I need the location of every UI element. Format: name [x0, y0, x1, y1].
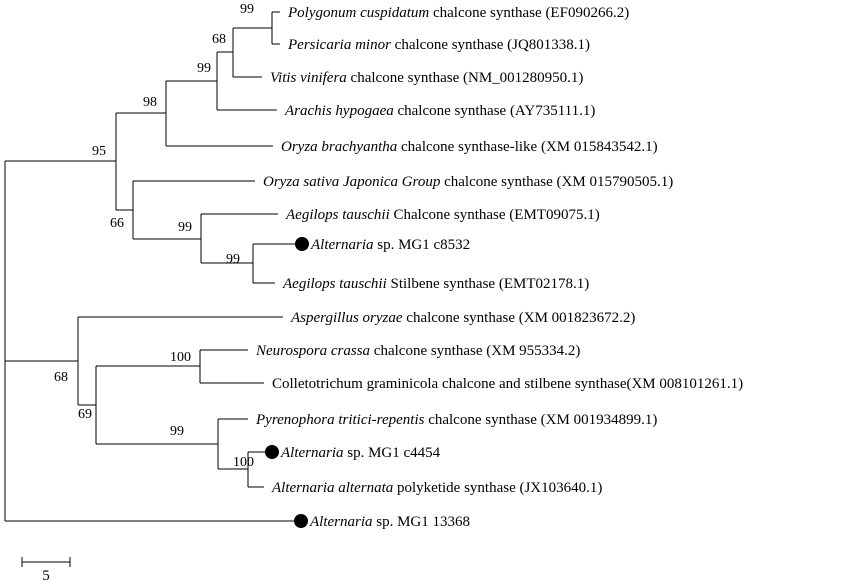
- taxon-labels: Polygonum cuspidatum chalcone synthase (…: [255, 5, 743, 530]
- taxon-species: Arachis hypogaea: [284, 103, 394, 119]
- bootstrap-n6789: 66: [110, 216, 124, 231]
- taxon-description: chalcone synthase (XM 955334.2): [370, 343, 580, 359]
- taxon-description: sp. MG1 c4454: [344, 445, 441, 461]
- taxon-label-t2: Persicaria minor chalcone synthase (JQ80…: [287, 37, 590, 53]
- taxon-description: sp. MG1 13368: [373, 514, 471, 530]
- taxon-label-t13: Pyrenophora tritici-repentis chalcone sy…: [255, 412, 657, 428]
- taxon-label-t1: Polygonum cuspidatum chalcone synthase (…: [287, 5, 629, 21]
- bootstrap-n89: 99: [226, 252, 240, 267]
- bootstrap-n1112: 100: [170, 350, 191, 365]
- taxon-description: Colletotrichum graminicola chalcone and …: [272, 376, 743, 392]
- taxon-label-t10: Aspergillus oryzae chalcone synthase (XM…: [290, 310, 635, 326]
- taxon-species: Aegilops tauschii: [282, 276, 387, 292]
- taxon-description: polyketide synthase (JX103640.1): [393, 480, 602, 496]
- taxon-label-t16: Alternaria sp. MG1 13368: [309, 514, 470, 530]
- bootstrap-n131415: 99: [170, 424, 184, 439]
- taxon-label-t8: Alternaria sp. MG1 c8532: [310, 237, 470, 253]
- taxon-description: Chalcone synthase (EMT09075.1): [390, 207, 600, 223]
- taxon-description: chalcone synthase-like (XM 015843542.1): [397, 139, 657, 155]
- bootstrap-n12345: 98: [143, 95, 157, 110]
- sample-marker-icon: [265, 445, 279, 459]
- taxon-label-t4: Arachis hypogaea chalcone synthase (AY73…: [284, 103, 595, 119]
- taxon-description: chalcone synthase (NM_001280950.1): [347, 70, 584, 86]
- taxon-description: Stilbene synthase (EMT02178.1): [387, 276, 589, 292]
- taxon-label-t15: Alternaria alternata polyketide synthase…: [271, 480, 602, 496]
- taxon-species: Persicaria minor: [287, 37, 391, 53]
- bootstrap-n1415: 100: [233, 455, 254, 470]
- taxon-species: Vitis vinifera: [270, 70, 347, 86]
- bootstrap-nFungi: 68: [54, 370, 68, 385]
- taxon-label-t5: Oryza brachyantha chalcone synthase-like…: [281, 139, 658, 155]
- taxon-label-t12: Colletotrichum graminicola chalcone and …: [272, 376, 743, 392]
- bootstrap-n123: 68: [212, 32, 226, 47]
- taxon-species: Aspergillus oryzae: [290, 310, 403, 326]
- taxon-species: Pyrenophora tritici-repentis: [255, 412, 425, 428]
- taxon-label-t3: Vitis vinifera chalcone synthase (NM_001…: [270, 70, 583, 86]
- tree-branches: [4, 11, 300, 522]
- taxon-description: chalcone synthase (JQ801338.1): [391, 37, 590, 53]
- taxon-description: chalcone synthase (AY735111.1): [394, 103, 596, 119]
- scale-bar-label: 5: [42, 568, 50, 584]
- bootstrap-n789: 99: [178, 220, 192, 235]
- taxon-species: Neurospora crassa: [255, 343, 370, 359]
- taxon-species: Alternaria: [280, 445, 344, 461]
- taxon-label-t11: Neurospora crassa chalcone synthase (XM …: [255, 343, 580, 359]
- taxon-species: Oryza sativa Japonica Group: [263, 174, 441, 190]
- bootstrap-nF2: 69: [78, 407, 92, 422]
- taxon-species: Alternaria: [309, 514, 373, 530]
- bootstrap-n1234: 99: [197, 61, 211, 76]
- taxon-label-t14: Alternaria sp. MG1 c4454: [280, 445, 441, 461]
- taxon-description: chalcone synthase (XM 001934899.1): [424, 412, 657, 428]
- taxon-species: Alternaria: [310, 237, 374, 253]
- scale-bar: 5: [21, 557, 71, 584]
- taxon-description: sp. MG1 c8532: [374, 237, 471, 253]
- taxon-species: Polygonum cuspidatum: [287, 5, 429, 21]
- taxon-species: Oryza brachyantha: [281, 139, 397, 155]
- taxon-label-t9: Aegilops tauschii Stilbene synthase (EMT…: [282, 276, 589, 292]
- taxon-description: chalcone synthase (EF090266.2): [429, 5, 629, 21]
- taxon-species: Aegilops tauschii: [285, 207, 390, 223]
- taxon-label-t7: Aegilops tauschii Chalcone synthase (EMT…: [285, 207, 600, 223]
- taxon-description: chalcone synthase (XM 015790505.1): [440, 174, 673, 190]
- taxon-label-t6: Oryza sativa Japonica Group chalcone syn…: [263, 174, 673, 190]
- bootstrap-nPlant: 95: [92, 144, 106, 159]
- sample-marker-icon: [295, 237, 309, 251]
- sample-marker-icon: [294, 514, 308, 528]
- taxon-description: chalcone synthase (XM 001823672.2): [403, 310, 636, 326]
- taxon-species: Alternaria alternata: [271, 480, 393, 496]
- bootstrap-n12: 99: [240, 2, 254, 17]
